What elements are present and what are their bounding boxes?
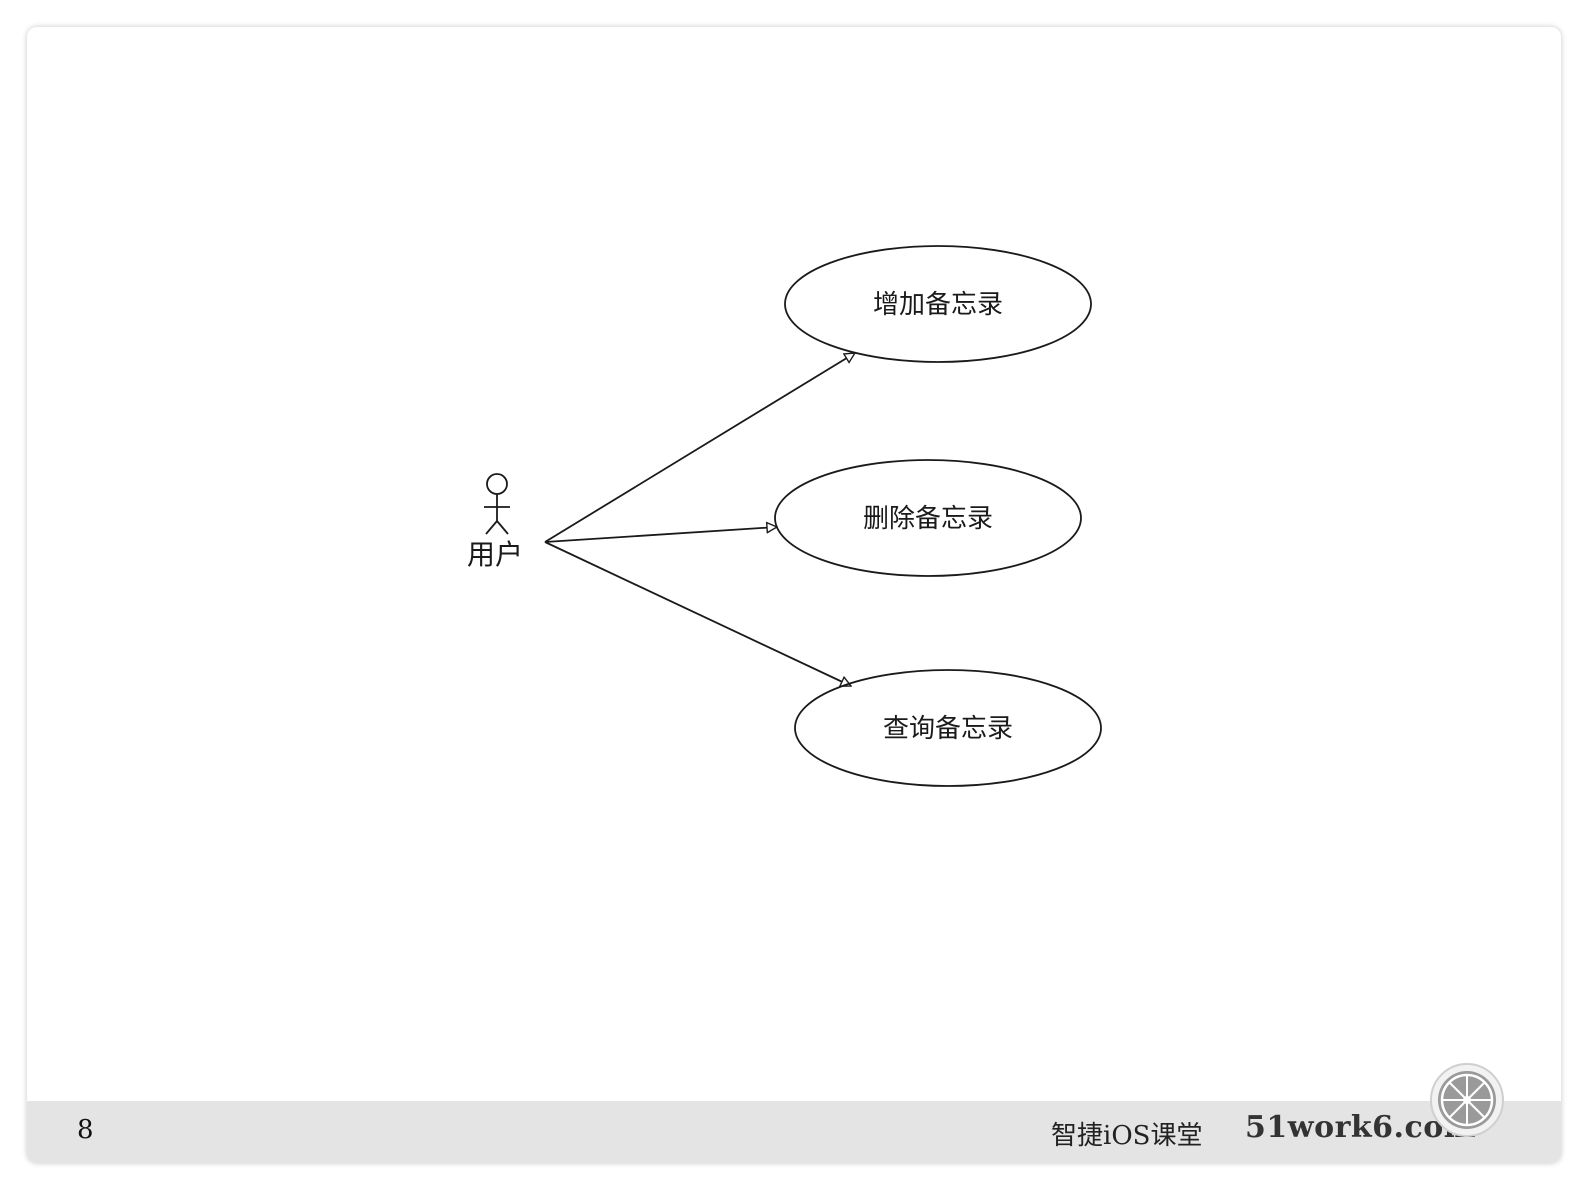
footer-bar: 8 智捷iOS课堂 51work6.com [27, 1101, 1561, 1163]
actor-label: 用户 [467, 538, 523, 571]
actor-left-leg [485, 520, 498, 535]
use-case-ellipse [784, 245, 1092, 363]
use-case-label: 查询备忘录 [883, 714, 1013, 744]
actor-head [486, 473, 508, 495]
use-case-query: 查询备忘录 [794, 669, 1102, 787]
actor-figure [484, 473, 510, 535]
association-lines [544, 353, 855, 686]
page-number: 8 [77, 1115, 94, 1145]
use-case-delete: 删除备忘录 [774, 459, 1082, 577]
association-line-query [544, 541, 851, 686]
association-line-delete [544, 527, 777, 543]
use-case-diagram: 用户 增加备忘录 删除备忘录 查询备忘录 [467, 245, 1102, 787]
course-name: 智捷iOS课堂 [1051, 1121, 1203, 1151]
use-case-ellipse [794, 669, 1102, 787]
association-line-add [544, 353, 855, 543]
use-case-label: 删除备忘录 [863, 504, 993, 534]
use-case-ellipse [774, 459, 1082, 577]
wheel-logo-icon [1430, 1063, 1504, 1137]
use-case-add: 增加备忘录 [784, 245, 1092, 363]
actor-right-leg [496, 520, 509, 535]
slide: 用户 增加备忘录 删除备忘录 查询备忘录 8 智捷iOS课堂 51work6.c… [27, 27, 1561, 1163]
use-case-label: 增加备忘录 [873, 290, 1003, 320]
